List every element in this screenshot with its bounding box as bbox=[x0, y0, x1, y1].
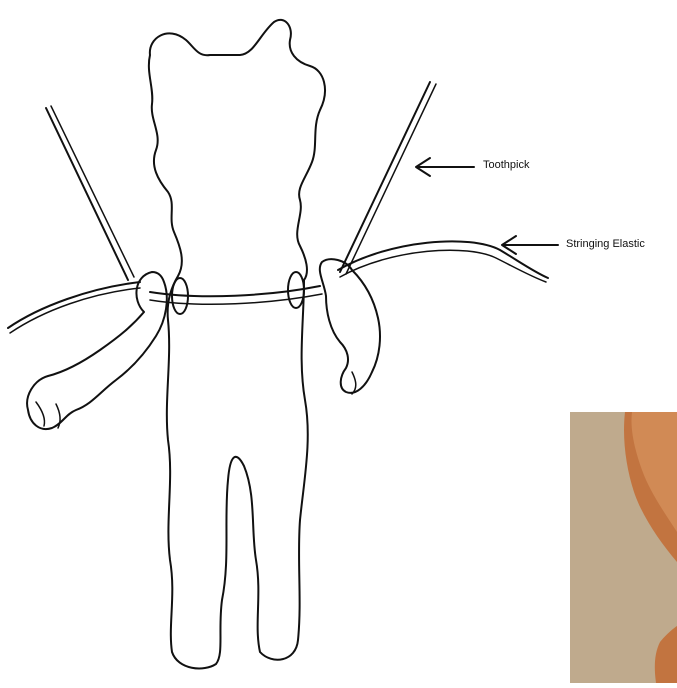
elastic-right-tail bbox=[338, 241, 548, 278]
left-toothpick bbox=[46, 108, 128, 280]
photo-corner-image bbox=[570, 412, 677, 683]
stringing-elastic-label: Stringing Elastic bbox=[566, 239, 645, 250]
photo-fragment bbox=[570, 412, 677, 683]
toothpick-label: Toothpick bbox=[483, 160, 529, 171]
elastic-left-tail bbox=[8, 282, 140, 328]
elastic-crossbar bbox=[150, 286, 320, 296]
doll-body-outline bbox=[149, 20, 325, 669]
right-arm bbox=[320, 259, 380, 393]
